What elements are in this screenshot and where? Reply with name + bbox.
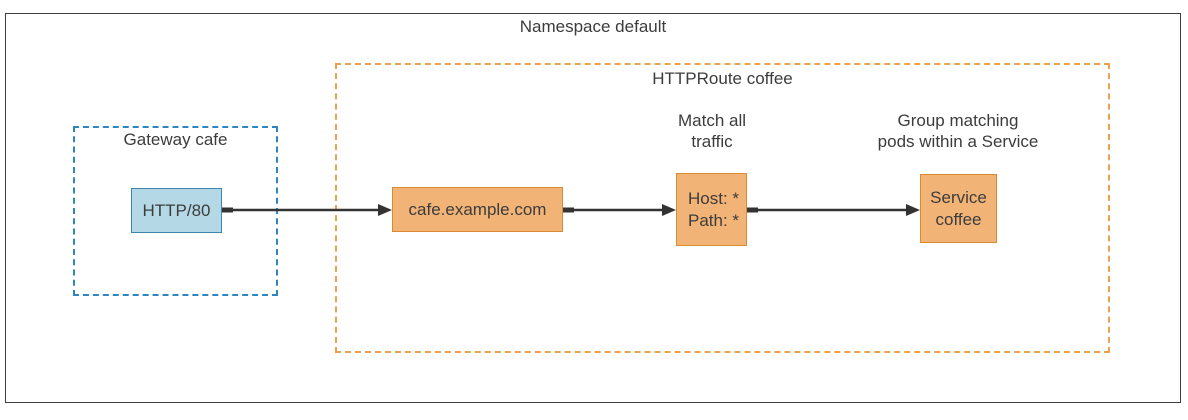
namespace-boundary: Namespace default: [5, 13, 1181, 403]
httproute-label: HTTPRoute coffee: [652, 69, 793, 88]
match-annotation: Match all traffic: [677, 111, 747, 151]
hostname-node: cafe.example.com: [392, 187, 563, 232]
match-rules-node: Host: * Path: *: [676, 173, 747, 246]
listener-node: HTTP/80: [131, 188, 222, 233]
namespace-label: Namespace default: [519, 17, 667, 36]
httproute-boundary: HTTPRoute coffee: [335, 63, 1110, 353]
backend-annotation: Group matching pods within a Service: [877, 111, 1039, 151]
gateway-label: Gateway cafe: [123, 130, 228, 149]
service-node: Service coffee: [920, 174, 997, 243]
